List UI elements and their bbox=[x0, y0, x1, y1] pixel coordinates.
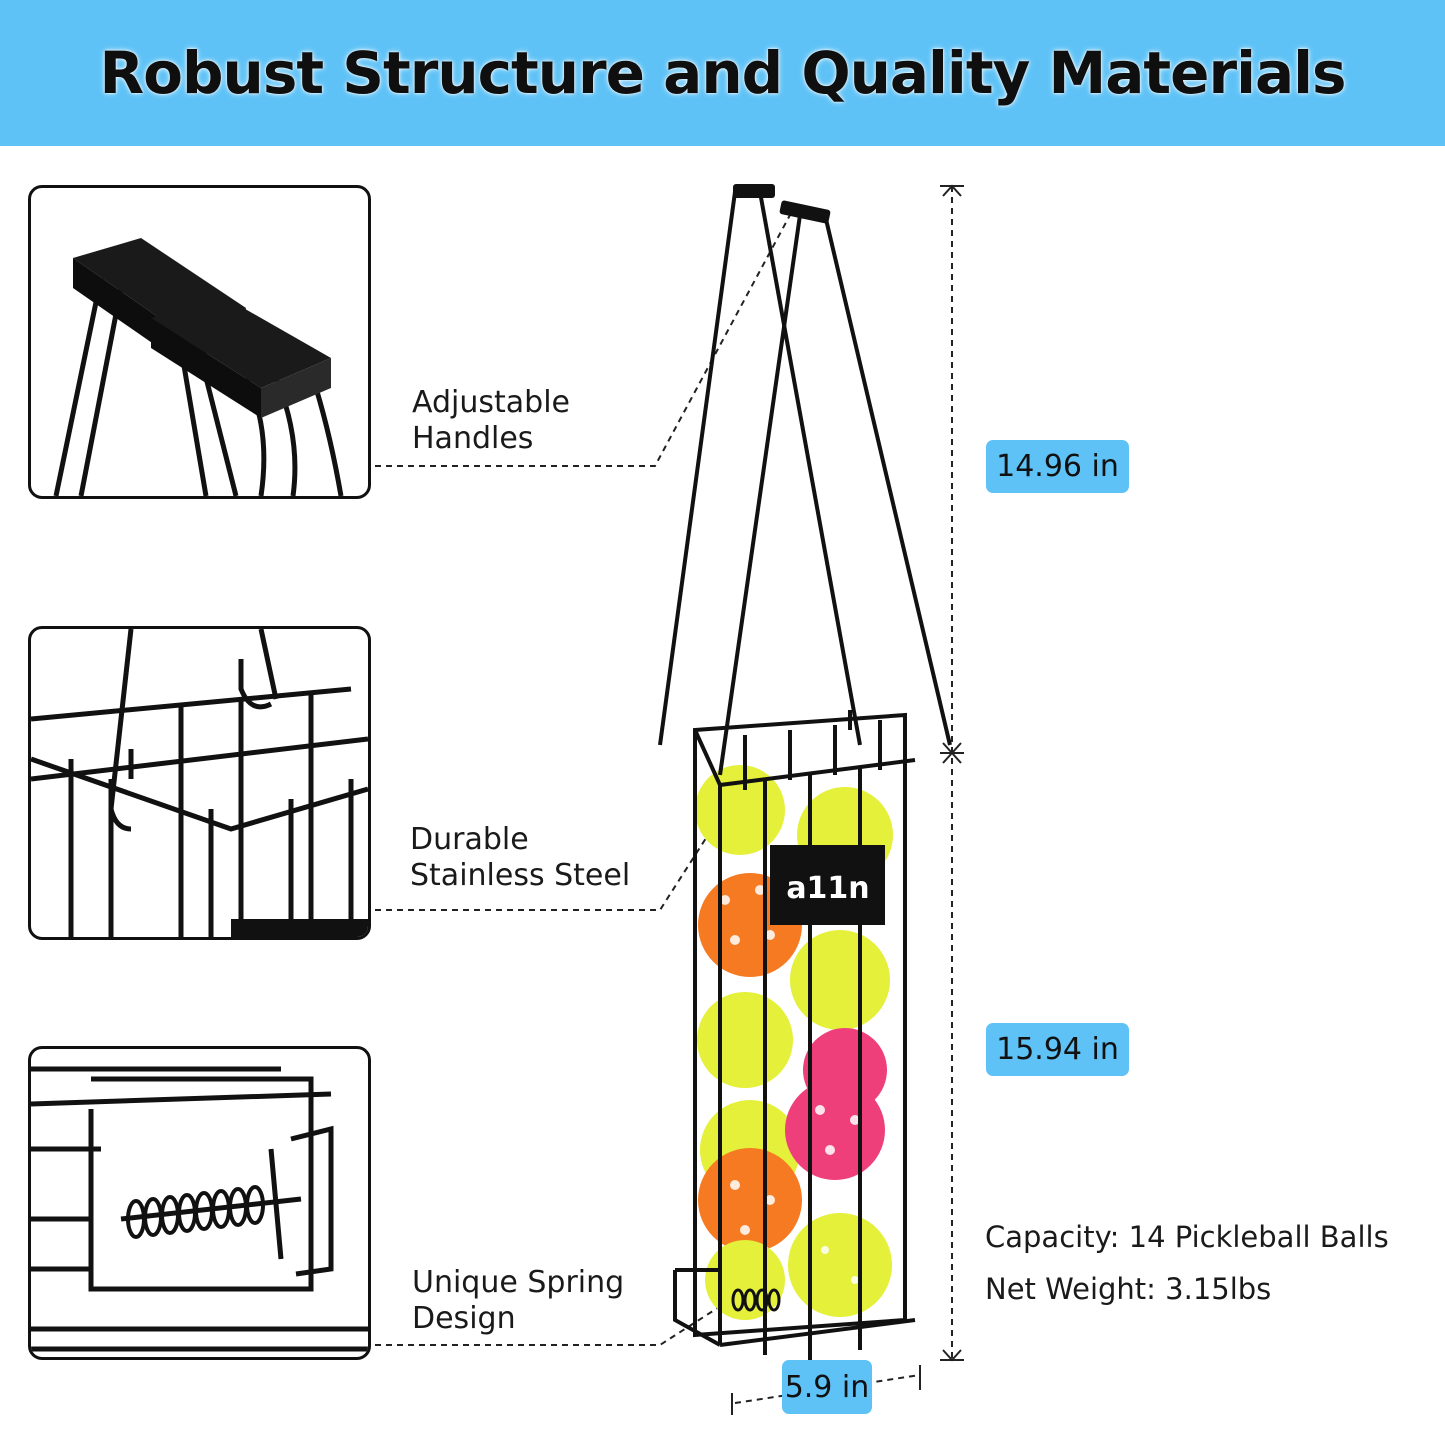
detail-box-steel bbox=[28, 626, 371, 940]
brand-logo-text: a11n bbox=[786, 871, 869, 906]
page-title: Robust Structure and Quality Materials bbox=[99, 39, 1347, 107]
detail-box-spring bbox=[28, 1046, 371, 1360]
dimension-basket-height: 15.94 in bbox=[986, 1023, 1129, 1076]
handle-grips bbox=[733, 184, 831, 224]
callout-steel: Durable Stainless Steel bbox=[410, 822, 630, 894]
spring-coil bbox=[126, 1185, 265, 1239]
callout-handles-line1: Adjustable bbox=[412, 385, 570, 420]
callout-spring-line2: Design bbox=[412, 1301, 516, 1336]
handles-closeup-illustration bbox=[53, 238, 344, 496]
brand-label: a11n bbox=[770, 845, 885, 925]
detail-box-handles bbox=[28, 185, 371, 499]
spring-closeup-illustration bbox=[31, 1066, 368, 1352]
spec-weight: Net Weight: 3.15lbs bbox=[985, 1272, 1272, 1306]
callout-handles-line2: Handles bbox=[412, 421, 534, 456]
dimension-ticks bbox=[731, 184, 964, 1415]
basket-frame bbox=[673, 710, 916, 1360]
header-banner: Robust Structure and Quality Materials bbox=[0, 0, 1445, 146]
steel-closeup-illustration bbox=[31, 629, 368, 937]
basket-handles bbox=[658, 191, 952, 776]
dimension-handle-height: 14.96 in bbox=[986, 440, 1129, 493]
dimension-width: 5.9 in bbox=[782, 1360, 872, 1414]
spec-capacity: Capacity: 14 Pickleball Balls bbox=[985, 1220, 1389, 1254]
basket-spring bbox=[731, 1288, 781, 1312]
callout-spring: Unique Spring Design bbox=[412, 1265, 624, 1337]
callout-handles: Adjustable Handles bbox=[412, 385, 570, 457]
callout-steel-line2: Stainless Steel bbox=[410, 858, 631, 893]
callout-spring-line1: Unique Spring bbox=[412, 1265, 625, 1300]
callout-steel-line1: Durable bbox=[410, 822, 529, 857]
